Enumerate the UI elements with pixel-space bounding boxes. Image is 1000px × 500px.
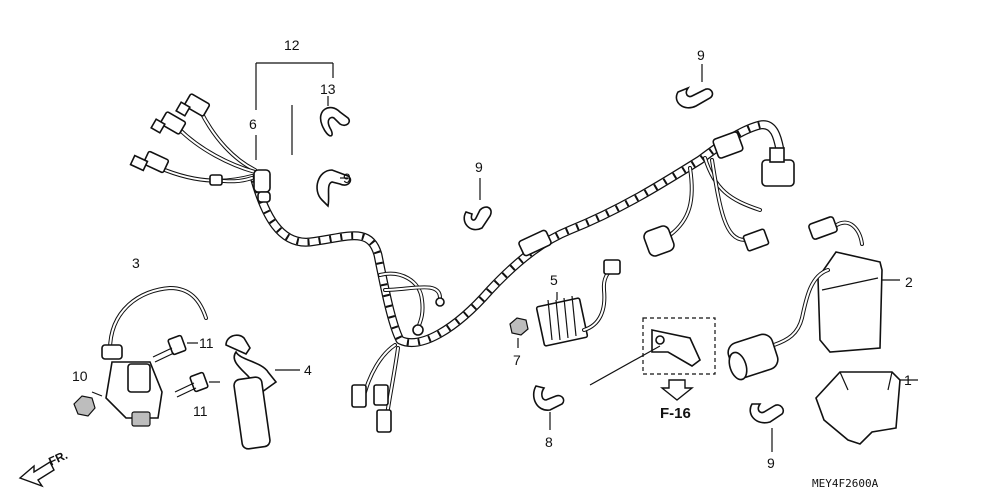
callout-5: 5 [550,272,558,288]
reference-label: F-16 [660,405,691,422]
nut-10 [73,391,103,417]
direction-label: FR. [46,448,69,469]
clamp-9-lower-right [749,403,785,452]
callout-9-top-right: 9 [697,47,705,63]
harness-connectors [129,93,795,433]
main-wire-harness [158,108,785,417]
clamp-8 [532,385,565,430]
front-direction-arrow: FR. [18,448,70,488]
callout-9-upper-left: 9 [343,170,351,186]
callout-9-middle: 9 [475,159,483,175]
cdi-connector [727,268,830,381]
callout-12: 12 [284,37,300,53]
reference-box-f16 [589,317,716,401]
clamp-13 [319,96,351,137]
callout-8: 8 [545,434,553,450]
bolt-11-upper [152,334,198,363]
callout-6: 6 [249,116,257,132]
bolt-11-lower [174,371,220,398]
callout-13: 13 [320,81,336,97]
ignition-coil [101,285,208,427]
callout-1: 1 [904,372,912,388]
clamp-9-top-right [675,64,714,109]
callout-11-lower: 11 [193,403,208,419]
callout-11-upper: 11 [199,335,214,351]
callout-3: 3 [132,255,140,271]
clamp-9-upper-left [316,169,352,208]
callout-12-bracket [255,62,334,160]
diagram-code: MEY4F2600A [812,477,879,490]
cdi-unit [808,216,900,353]
spark-plug-cap [225,334,300,450]
callout-2: 2 [905,274,913,290]
nut-7 [509,317,529,348]
rubber-cover [815,371,918,445]
callout-7: 7 [513,352,521,368]
clamp-9-middle [463,178,492,231]
callout-4: 4 [304,362,312,378]
callout-9-lower-right: 9 [767,455,775,471]
regulator-rectifier [535,259,621,347]
callout-10: 10 [72,368,88,384]
